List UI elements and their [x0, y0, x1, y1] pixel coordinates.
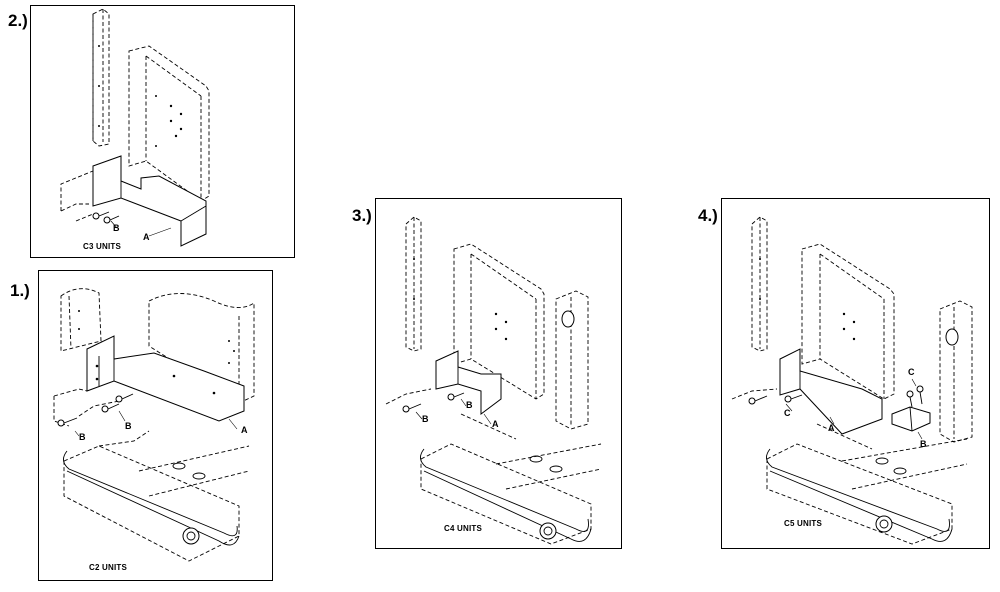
- step-1-caption: C2 UNITS: [89, 563, 128, 572]
- step-4-exploded-view: [731, 216, 973, 545]
- step-4-caption: C5 UNITS: [784, 519, 823, 528]
- step-3-exploded-view: [385, 216, 602, 545]
- step-1-callout-b: B: [79, 432, 86, 442]
- step-2-exploded-view: [60, 8, 210, 247]
- step-4-callout-c: C: [784, 408, 791, 418]
- step-1-callout-a: A: [241, 425, 248, 435]
- step-4-panel-c5-units: C C A B C5 UNITS: [721, 198, 990, 549]
- step-1-panel-c2-units: A B B C2 UNITS: [38, 270, 273, 581]
- step-4-callout-c-second: C: [908, 367, 915, 377]
- step-3-callout-b-second: B: [466, 400, 473, 410]
- step-2-panel-c3-units: B A C3 UNITS: [30, 5, 295, 258]
- step-1-callout-b-second: B: [125, 421, 132, 431]
- step-4-callout-b: B: [920, 439, 927, 449]
- step-2-callout-b: B: [113, 223, 120, 233]
- step-3-panel-c4-units: B B A C4 UNITS: [375, 198, 622, 549]
- step-4-callout-a: A: [828, 423, 835, 433]
- step-2-number: 2.): [8, 11, 28, 30]
- step-1-number: 1.): [10, 281, 30, 300]
- step-1-exploded-view: [53, 288, 255, 562]
- step-3-callout-a: A: [492, 419, 499, 429]
- step-3-callout-b: B: [422, 414, 429, 424]
- step-2-caption: C3 UNITS: [83, 242, 122, 251]
- step-3-caption: C4 UNITS: [444, 524, 483, 533]
- step-3-number: 3.): [352, 206, 372, 225]
- step-2-callout-a: A: [143, 232, 150, 242]
- step-4-number: 4.): [698, 206, 718, 225]
